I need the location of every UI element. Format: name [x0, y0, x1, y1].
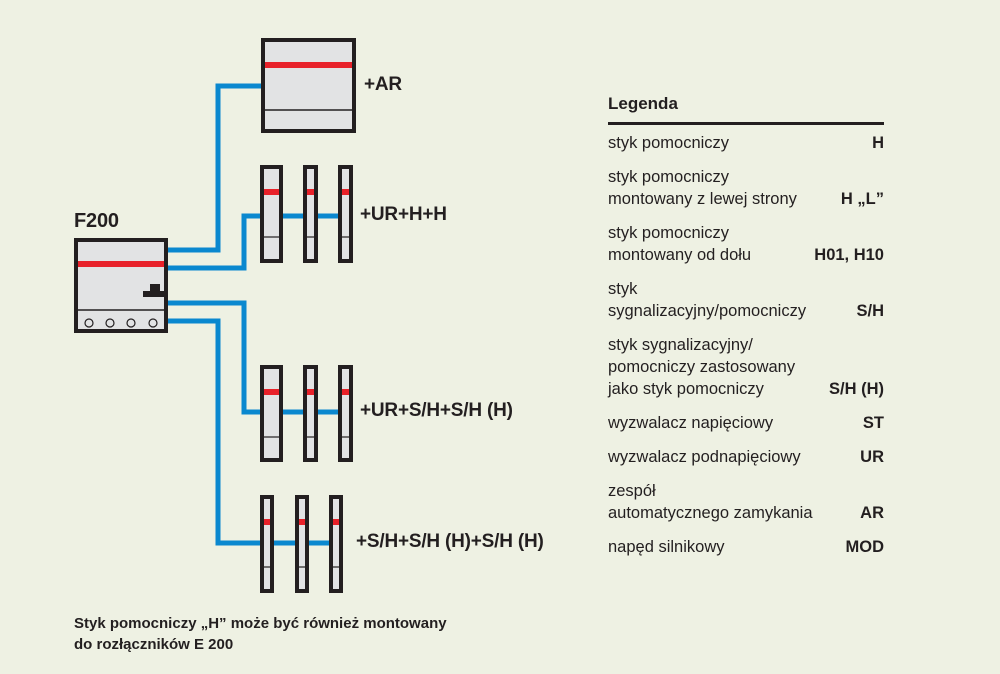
legend-item-code: H	[872, 134, 884, 152]
footnote-line-2: do rozłączników E 200	[74, 636, 234, 653]
accessory-module	[338, 165, 353, 263]
wire-to-group-3	[168, 300, 350, 415]
indicator-stripe	[264, 519, 270, 525]
accessory-module	[303, 365, 318, 462]
legend-item-description: wyzwalacz podnapięciowy	[608, 448, 801, 466]
legend-item: napęd silnikowy MOD	[608, 536, 884, 558]
legend-title: Legenda	[608, 94, 884, 125]
legend-item: styk pomocniczy H	[608, 132, 884, 154]
legend-item-description: napęd silnikowy	[608, 538, 725, 556]
accessory-module	[260, 165, 283, 263]
legend-item-description: zespół automatycznego zamykania	[608, 482, 813, 522]
legend-item-code: ST	[862, 414, 884, 432]
legend-item: wyzwalacz napięciowy ST	[608, 412, 884, 434]
legend-item-description: styk pomocniczy montowany od dołu	[608, 224, 752, 264]
accessory-module	[329, 495, 343, 593]
indicator-stripe	[307, 389, 314, 395]
legend-item-code: S/H	[856, 302, 884, 320]
module-group-3	[260, 365, 353, 462]
f200-toggle	[143, 284, 166, 297]
f200-device	[74, 238, 168, 333]
legend-item-description: styk pomocniczy montowany z lewej strony	[608, 168, 797, 208]
group-label-ur-h-h: +UR+H+H	[360, 204, 447, 225]
wire-to-ar	[168, 83, 262, 253]
legend-item-code: MOD	[845, 538, 885, 556]
legend-item: styk pomocniczy montowany z lewej strony…	[608, 166, 884, 210]
legend-item-code: H01, H10	[814, 246, 884, 264]
indicator-stripe	[299, 519, 305, 525]
legend-item-description: styk sygnalizacyjny/ pomocniczy zastosow…	[608, 336, 796, 398]
indicator-stripe	[333, 519, 339, 525]
accessory-module	[260, 365, 283, 462]
wire-to-group-2	[168, 213, 350, 271]
ar-module	[261, 38, 356, 133]
module-group-4	[260, 495, 343, 593]
legend-item-description: styk pomocniczy	[608, 134, 730, 152]
group-label-sh-sh-sh: +S/H+S/H (H)+S/H (H)	[356, 531, 544, 552]
module-group-2	[260, 165, 353, 263]
indicator-stripe	[342, 389, 349, 395]
legend-item-description: styk sygnalizacyjny/pomocniczy	[608, 280, 807, 320]
legend-item-code: H „L”	[840, 190, 884, 208]
indicator-stripe	[264, 389, 279, 395]
legend-item: wyzwalacz podnapięciowy UR	[608, 446, 884, 468]
legend-item-code: UR	[860, 448, 884, 466]
wires	[168, 83, 350, 546]
legend-item-code: AR	[860, 504, 884, 522]
group-label-ur-sh-sh: +UR+S/H+S/H (H)	[360, 400, 513, 421]
group-label-ar: +AR	[364, 74, 402, 95]
accessory-module	[338, 365, 353, 462]
legend-item: styk sygnalizacyjny/ pomocniczy zastosow…	[608, 334, 884, 400]
indicator-stripe	[264, 189, 279, 195]
accessory-module	[303, 165, 318, 263]
accessory-module	[260, 495, 274, 593]
accessory-module	[295, 495, 309, 593]
footnote-line-1: Styk pomocniczy „H” może być również mon…	[74, 615, 447, 632]
wire-to-group-4	[168, 318, 340, 546]
legend-item-code: S/H (H)	[829, 380, 884, 398]
terminal-screws	[84, 318, 158, 328]
legend-item-description: wyzwalacz napięciowy	[608, 414, 774, 432]
indicator-stripe	[307, 189, 314, 195]
footnote: Styk pomocniczy „H” może być również mon…	[74, 613, 447, 655]
f200-label: F200	[74, 210, 119, 232]
indicator-stripe	[342, 189, 349, 195]
